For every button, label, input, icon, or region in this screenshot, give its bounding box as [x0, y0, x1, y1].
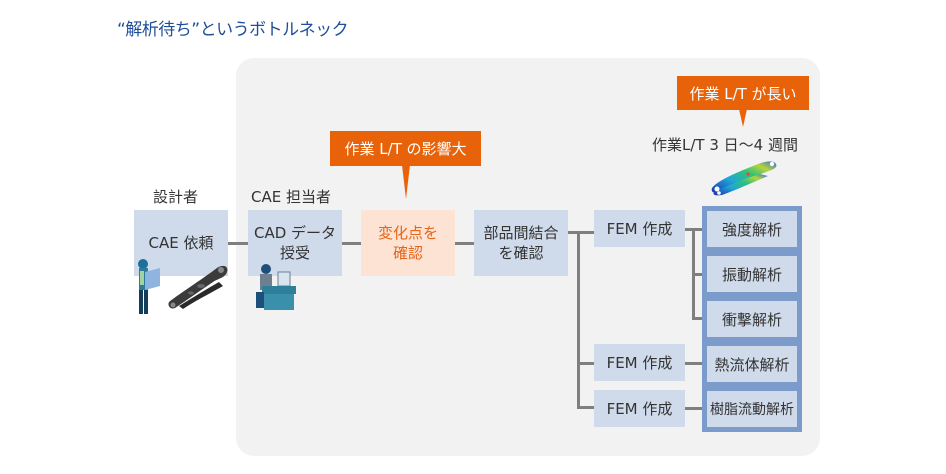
connector-fem1-vibration	[692, 273, 707, 276]
fem-create-3-label: FEM 作成	[606, 399, 673, 418]
step-joint-check: 部品間結合 を確認	[474, 210, 568, 276]
connector-fem1-strength	[685, 228, 707, 231]
step-change-check: 変化点を 確認	[361, 210, 455, 276]
step-change-check-label-1: 変化点を	[377, 224, 438, 242]
callout-lt-impact-label: 作業 L/T の影響大	[344, 140, 467, 158]
analysis-strength: 強度解析	[707, 211, 797, 247]
fem-create-3: FEM 作成	[594, 390, 685, 427]
callout-lt-long: 作業 L/T が長い	[677, 76, 809, 110]
role-cae-engineer: CAE 担当者	[251, 188, 331, 206]
suspension-arm-part-icon	[168, 265, 228, 309]
callout-lt-long-label: 作業 L/T が長い	[689, 84, 797, 103]
connector-request-cad	[228, 242, 248, 245]
step-change-check-label-2: 確認	[392, 244, 423, 262]
analysis-group: 強度解析 振動解析 衝撃解析 熱流体解析 樹脂流動解析	[702, 206, 802, 432]
connector-branch-fem2	[577, 362, 594, 365]
diagram-title: “解析待ち”というボトルネック	[117, 20, 349, 40]
connector-change-joint	[455, 242, 474, 245]
fem-create-1-label: FEM 作成	[606, 219, 673, 238]
fem-create-1: FEM 作成	[594, 210, 685, 247]
role-designer: 設計者	[153, 188, 199, 206]
step-joint-check-label-1: 部品間結合	[483, 224, 559, 242]
simulation-result-part-icon	[711, 161, 777, 196]
connector-fem2-thermal	[685, 362, 707, 365]
analysis-thermal-fluid: 熱流体解析	[707, 346, 797, 382]
connector-fem1-impact	[692, 317, 707, 320]
engineer-at-desk-icon	[256, 264, 296, 310]
step-cae-request: CAE 依頼	[134, 210, 228, 276]
analysis-resin-flow: 樹脂流動解析	[707, 391, 797, 427]
analysis-vibration: 振動解析	[707, 256, 797, 292]
step-cad-receive-label-2: 授受	[279, 244, 310, 262]
callout-lt-impact-tail	[402, 165, 410, 199]
connector-branch-fem3	[577, 406, 594, 409]
connector-cad-change	[342, 242, 361, 245]
designer-with-drawing-icon	[138, 259, 160, 314]
connector-joint-fem1	[568, 231, 594, 234]
step-cad-receive-label-1: CAD データ	[253, 224, 337, 242]
connector-fem3-resin	[685, 407, 707, 410]
lead-time-label: 作業L/T 3 日〜4 週間	[652, 136, 798, 154]
step-cae-request-label: CAE 依頼	[148, 234, 214, 252]
callout-lt-long-tail	[739, 109, 747, 127]
fem-create-2-label: FEM 作成	[606, 353, 673, 372]
analysis-impact: 衝撃解析	[707, 301, 797, 337]
step-joint-check-label-2: を確認	[498, 244, 544, 262]
fem-create-2: FEM 作成	[594, 344, 685, 381]
connector-branch-vertical	[577, 231, 580, 408]
callout-lt-impact: 作業 L/T の影響大	[330, 131, 481, 166]
